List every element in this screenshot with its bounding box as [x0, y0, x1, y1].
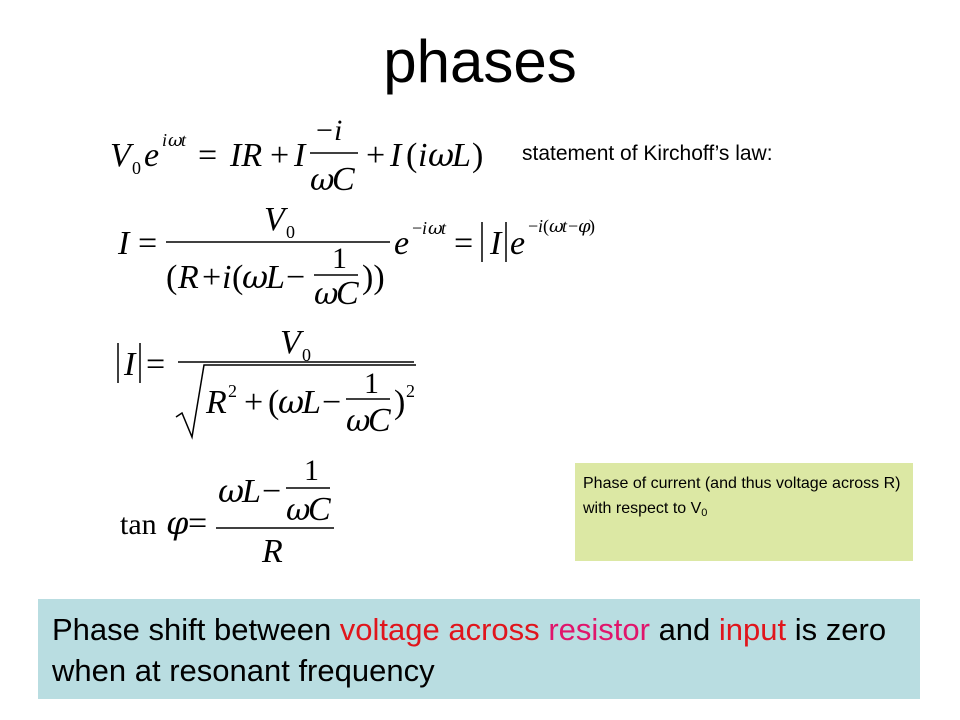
- svg-text:ω: ω: [242, 258, 268, 296]
- phase-shift-banner: Phase shift between voltage across resis…: [38, 599, 920, 699]
- svg-text:t: t: [562, 216, 568, 236]
- svg-text:φ: φ: [578, 216, 591, 237]
- svg-text:C: C: [336, 275, 359, 312]
- svg-text:): ): [394, 384, 405, 421]
- svg-text:): ): [472, 137, 483, 174]
- svg-text:=: =: [146, 346, 165, 383]
- svg-text:t: t: [181, 130, 187, 150]
- svg-text:1: 1: [332, 242, 347, 275]
- banner-voltage-across: voltage across: [339, 612, 540, 647]
- svg-text:+: +: [366, 137, 385, 174]
- svg-text:−: −: [322, 384, 341, 421]
- svg-text:−: −: [568, 216, 578, 236]
- svg-text:=: =: [138, 225, 157, 262]
- svg-text:i: i: [334, 114, 342, 147]
- svg-text:L: L: [451, 137, 471, 174]
- banner-text-1: Phase shift between: [52, 612, 340, 647]
- slide-title: phases: [383, 28, 577, 95]
- svg-text:ω: ω: [218, 472, 244, 510]
- equation-kirchhoff: V 0 e i ω t = IR + I − i ω C + I ( i ω L…: [110, 114, 510, 198]
- svg-text:I: I: [293, 137, 307, 174]
- svg-text:−: −: [316, 114, 333, 147]
- svg-text:ω: ω: [428, 136, 454, 174]
- svg-text:C: C: [332, 161, 355, 198]
- svg-text:R: R: [261, 533, 283, 570]
- svg-text:2: 2: [406, 381, 415, 401]
- svg-text:ω: ω: [168, 130, 183, 151]
- svg-text:L: L: [265, 259, 285, 296]
- phase-note-subscript: 0: [701, 507, 708, 519]
- equation-current: I = V 0 ( R + i ( ω L − 1 ω C )) e − i ω…: [117, 198, 608, 312]
- svg-text:(: (: [268, 384, 279, 421]
- svg-text:=: =: [198, 137, 217, 174]
- svg-text:i: i: [538, 216, 543, 236]
- svg-text:+: +: [202, 259, 221, 296]
- svg-text:L: L: [241, 473, 261, 510]
- svg-text:=: =: [188, 505, 207, 542]
- phase-note-text: Phase of current (and thus voltage acros…: [583, 475, 901, 517]
- svg-text:ω: ω: [314, 277, 338, 312]
- banner-resistor: resistor: [548, 612, 650, 647]
- svg-text:ω: ω: [310, 163, 334, 198]
- svg-text:e: e: [394, 225, 409, 262]
- svg-text:I: I: [117, 225, 131, 262]
- svg-text:)): )): [362, 259, 385, 296]
- svg-text:+: +: [270, 137, 289, 174]
- svg-text:0: 0: [302, 345, 311, 365]
- svg-text:): ): [589, 216, 595, 237]
- svg-text:ω: ω: [278, 383, 304, 421]
- svg-text:R: R: [177, 259, 199, 296]
- svg-text:tan: tan: [120, 508, 157, 541]
- banner-text-2: is zero when at resonant frequency: [52, 612, 887, 688]
- svg-text:φ: φ: [166, 504, 189, 542]
- svg-text:L: L: [301, 384, 321, 421]
- svg-text:i: i: [418, 137, 427, 174]
- svg-text:R: R: [205, 384, 227, 421]
- svg-text:e: e: [144, 137, 159, 174]
- svg-text:−: −: [412, 218, 422, 238]
- svg-text:ω: ω: [346, 404, 370, 439]
- svg-text:(: (: [232, 259, 243, 296]
- svg-text:0: 0: [132, 158, 141, 178]
- svg-text:C: C: [368, 402, 391, 439]
- svg-text:ω: ω: [286, 493, 310, 528]
- equation-tan-phi: tan φ = ω L − 1 ω C R: [120, 450, 350, 570]
- svg-text:(: (: [406, 137, 417, 174]
- svg-text:−: −: [286, 259, 305, 296]
- svg-text:ω: ω: [428, 218, 443, 239]
- equation-magnitude: I = V 0 R 2 + ( ω L − 1 ω C ) 2: [112, 324, 432, 445]
- svg-text:IR: IR: [229, 137, 262, 174]
- svg-text:e: e: [510, 225, 525, 262]
- svg-text:ω: ω: [549, 216, 564, 237]
- svg-text:C: C: [308, 491, 331, 528]
- phase-note: Phase of current (and thus voltage acros…: [575, 463, 913, 561]
- svg-text:I: I: [123, 346, 137, 383]
- svg-text:1: 1: [304, 454, 319, 487]
- svg-text:(: (: [543, 216, 549, 237]
- svg-text:+: +: [244, 384, 263, 421]
- svg-text:2: 2: [228, 381, 237, 401]
- kirchhoff-caption: statement of Kirchoff’s law:: [522, 142, 773, 165]
- svg-text:−: −: [262, 473, 281, 510]
- svg-text:i: i: [162, 130, 167, 150]
- svg-text:i: i: [422, 218, 427, 238]
- svg-text:t: t: [441, 218, 447, 238]
- svg-text:i: i: [222, 259, 231, 296]
- svg-text:−: −: [528, 216, 538, 236]
- svg-text:(: (: [166, 259, 177, 296]
- svg-text:=: =: [454, 225, 473, 262]
- svg-text:0: 0: [286, 222, 295, 242]
- svg-text:I: I: [389, 137, 403, 174]
- svg-text:I: I: [489, 225, 503, 262]
- banner-and: and: [649, 612, 719, 647]
- svg-text:1: 1: [364, 367, 379, 400]
- banner-input: input: [718, 612, 787, 647]
